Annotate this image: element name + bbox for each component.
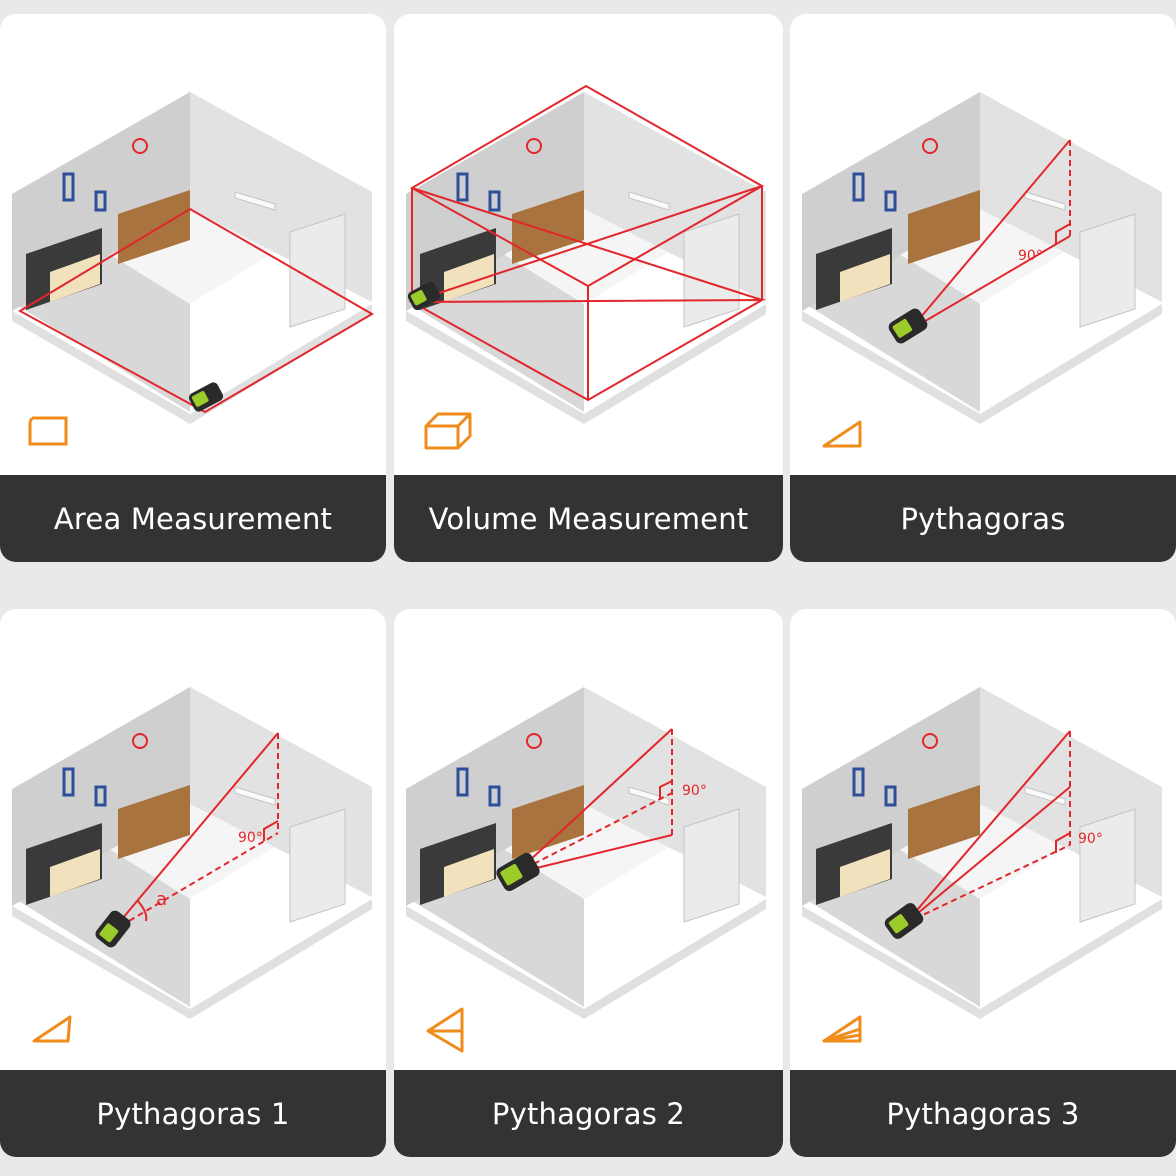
caption-pythagoras-2: Pythagoras 2 <box>394 1070 783 1157</box>
right-angle-label: 90° <box>682 783 707 799</box>
right-triangle-icon <box>822 420 862 448</box>
furniture <box>420 733 740 923</box>
laser-distance-meter <box>496 852 540 892</box>
furniture <box>816 733 1136 923</box>
rectangle-outline-icon <box>28 416 68 446</box>
card-volume-measurement[interactable]: Volume Measurement <box>394 14 783 562</box>
caption-area-measurement: Area Measurement <box>0 475 386 562</box>
room-illustration: 90° <box>406 687 766 1019</box>
card-pythagoras[interactable]: 90° Pythagoras <box>790 14 1176 562</box>
card-area-measurement[interactable]: Area Measurement <box>0 14 386 562</box>
laser-distance-meter <box>95 910 131 948</box>
laser-triangle <box>909 139 1071 331</box>
caption-pythagoras-1: Pythagoras 1 <box>0 1070 386 1157</box>
laser-distance-meter <box>888 308 928 344</box>
room-illustration <box>12 92 374 424</box>
laser-triangle <box>515 728 673 874</box>
right-angle-label: 90° <box>238 830 263 846</box>
laser-distance-meter <box>884 903 924 939</box>
laser-area-outline <box>17 207 374 414</box>
room-illustration <box>406 84 766 424</box>
furniture <box>816 138 1136 328</box>
room-illustration: 90° <box>802 92 1162 424</box>
right-angle-label: 90° <box>1078 831 1103 847</box>
furniture <box>26 733 346 923</box>
double-triangle-icon <box>426 1007 464 1053</box>
card-pythagoras-2[interactable]: 90° Pythagoras 2 <box>394 609 783 1157</box>
caption-pythagoras: Pythagoras <box>790 475 1176 562</box>
stacked-triangle-icon <box>822 1015 862 1043</box>
furniture <box>26 138 346 328</box>
furniture <box>420 138 740 328</box>
caption-pythagoras-3: Pythagoras 3 <box>790 1070 1176 1157</box>
caption-volume-measurement: Volume Measurement <box>394 475 783 562</box>
laser-triangle <box>111 732 279 932</box>
angle-a-label: a <box>156 889 167 910</box>
laser-distance-meter <box>407 281 441 311</box>
triangle-icon <box>32 1015 72 1043</box>
room-illustration: 90° <box>802 687 1162 1019</box>
card-pythagoras-3[interactable]: 90° Pythagoras 3 <box>790 609 1176 1157</box>
box-outline-icon <box>424 412 472 450</box>
card-pythagoras-1[interactable]: 90° a Pythagoras 1 <box>0 609 386 1157</box>
right-angle-label: 90° <box>1018 248 1043 264</box>
room-illustration: 90° a <box>12 687 372 1019</box>
laser-volume-box <box>408 84 766 402</box>
laser-distance-meter <box>188 382 224 412</box>
laser-triangle <box>905 730 1071 924</box>
